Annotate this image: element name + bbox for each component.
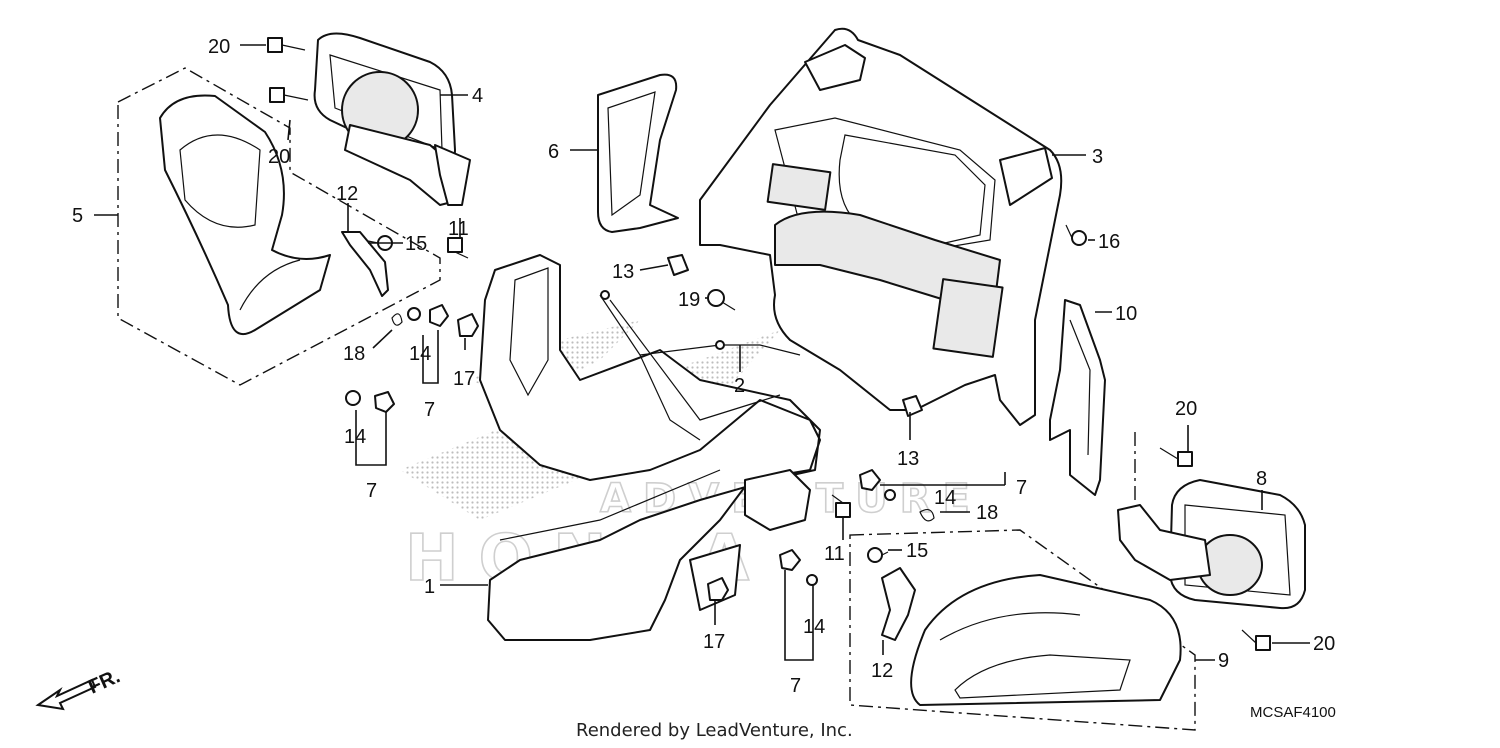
- label-18-right: 18: [976, 502, 998, 524]
- bolt-20-top: [267, 37, 306, 53]
- clip-18-left: [391, 313, 403, 326]
- left-outer-cover: [159, 94, 331, 336]
- front-arrow-icon: [35, 678, 97, 711]
- right-bracket-panel: [1049, 299, 1106, 496]
- center-front-cover: [479, 254, 821, 641]
- bolt-20-right-bottom: [1241, 629, 1271, 651]
- nut-17-left: [457, 313, 479, 337]
- label-15-right: 15: [906, 540, 928, 562]
- strap-right: [881, 567, 916, 641]
- nut-14-group-b: [345, 390, 395, 413]
- nut-14-group-c: [859, 469, 896, 501]
- nut-14-group-a: [407, 304, 449, 327]
- screw-16: [1065, 224, 1087, 246]
- label-7-b: 7: [366, 480, 377, 502]
- clip-13-top: [667, 254, 689, 276]
- left-mirror-assembly: [313, 32, 471, 206]
- clip-13-bottom: [902, 395, 923, 417]
- label-20-mid-left: 20: [268, 146, 290, 168]
- label-14-b: 14: [344, 426, 366, 448]
- inner-panel: [699, 27, 1063, 426]
- label-2: 2: [734, 375, 745, 397]
- diagram-code: MCSAF4100: [1250, 704, 1336, 721]
- right-outer-cover: [910, 574, 1182, 706]
- screw-15-right: [867, 547, 889, 563]
- part-labels: 20 4 20 5 6 3 16 10 12 11 15 13 19 18 14…: [72, 36, 1335, 697]
- label-18-left: 18: [343, 343, 365, 365]
- label-20-right-bottom: 20: [1313, 633, 1335, 655]
- label-7-a: 7: [424, 399, 435, 421]
- bolt-20-right-top: [1159, 447, 1193, 467]
- label-19: 19: [678, 289, 700, 311]
- label-13-bottom: 13: [897, 448, 919, 470]
- label-16: 16: [1098, 231, 1120, 253]
- label-7-c: 7: [1016, 477, 1027, 499]
- label-5: 5: [72, 205, 83, 227]
- front-direction-marker: FR.: [35, 665, 123, 711]
- label-4: 4: [472, 85, 483, 107]
- label-15-left: 15: [405, 233, 427, 255]
- label-7-d: 7: [790, 675, 801, 697]
- clip-18-right: [919, 508, 935, 522]
- label-10: 10: [1115, 303, 1137, 325]
- wire-bracket: [599, 290, 801, 441]
- label-17-left: 17: [453, 368, 475, 390]
- front-direction-label: FR.: [85, 665, 123, 698]
- leader-lines: [94, 44, 1310, 661]
- label-12-right: 12: [871, 660, 893, 682]
- label-3: 3: [1092, 146, 1103, 168]
- nut-14-group-d: [779, 549, 818, 586]
- label-6: 6: [548, 141, 559, 163]
- label-11-left: 11: [448, 218, 469, 240]
- left-cover-outline: [117, 67, 441, 386]
- label-14-d: 14: [803, 616, 825, 638]
- footer-credit: Rendered by LeadVenture, Inc.: [576, 720, 853, 741]
- right-mirror-assembly: [1117, 479, 1306, 610]
- label-12-left: 12: [336, 183, 358, 205]
- label-13-top: 13: [612, 261, 634, 283]
- label-9: 9: [1218, 650, 1229, 672]
- label-14-c: 14: [934, 487, 956, 509]
- group-outlines: [117, 67, 1196, 731]
- bolt-11-left: [447, 237, 469, 259]
- bolt-20-mid: [269, 87, 309, 103]
- label-8: 8: [1256, 468, 1267, 490]
- label-1: 1: [424, 576, 435, 598]
- label-14-a: 14: [409, 343, 431, 365]
- label-20-right-top: 20: [1175, 398, 1197, 420]
- label-20-top-left: 20: [208, 36, 230, 58]
- strap-left: [341, 231, 389, 297]
- label-11-right: 11: [824, 543, 845, 565]
- label-17-bottom: 17: [703, 631, 725, 653]
- right-cover-outline: [849, 529, 1196, 731]
- nut-17-bottom: [707, 577, 729, 601]
- bolt-19: [707, 289, 736, 311]
- small-side-panel: [597, 73, 679, 233]
